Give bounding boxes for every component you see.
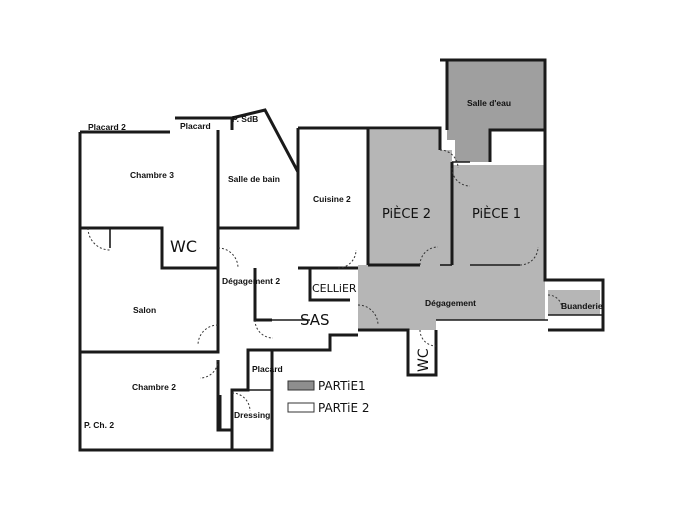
room-placard2-label: Placard 2 [88,122,126,132]
room-wc-bottom-label: WC [416,348,432,372]
room-placard-low-label: Placard [252,364,283,374]
room-chambre2-label: Chambre 2 [132,382,176,392]
room-cellier-label: CELLiER [312,282,357,295]
legend-partie2-label: PARTiE 2 [318,401,369,415]
room-wc-top-label: WC [170,237,197,256]
doors [87,149,563,412]
room-salle-eau-label: Salle d'eau [467,98,511,108]
room-psdb-label: P. SdB [232,114,258,124]
walls [78,58,605,452]
room-buanderie-label: Buanderie [561,301,603,311]
room-placard-label: Placard [180,121,211,131]
legend-partie1-label: PARTiE1 [318,379,366,393]
room-degagement2-label: Dégagement 2 [222,276,280,286]
legend: PARTiE1 PARTiE 2 [287,379,369,415]
room-dressing-label: Dressing [234,410,270,420]
room-sas-label: SAS [300,311,330,329]
room-salle-de-bain-label: Salle de bain [228,174,280,184]
room-cuisine2-label: Cuisine 2 [313,194,351,204]
room-degagement-label: Dégagement [425,298,476,308]
room-chambre3-label: Chambre 3 [130,170,174,180]
legend-partie1-swatch [287,380,315,391]
room-piece1-label: PiÈCE 1 [472,206,521,222]
room-pch2-label: P. Ch. 2 [84,420,114,430]
room-salon-label: Salon [133,305,156,315]
partie1-zone [358,60,600,330]
legend-partie2-swatch [287,402,315,413]
room-piece2-label: PiÈCE 2 [382,206,431,222]
